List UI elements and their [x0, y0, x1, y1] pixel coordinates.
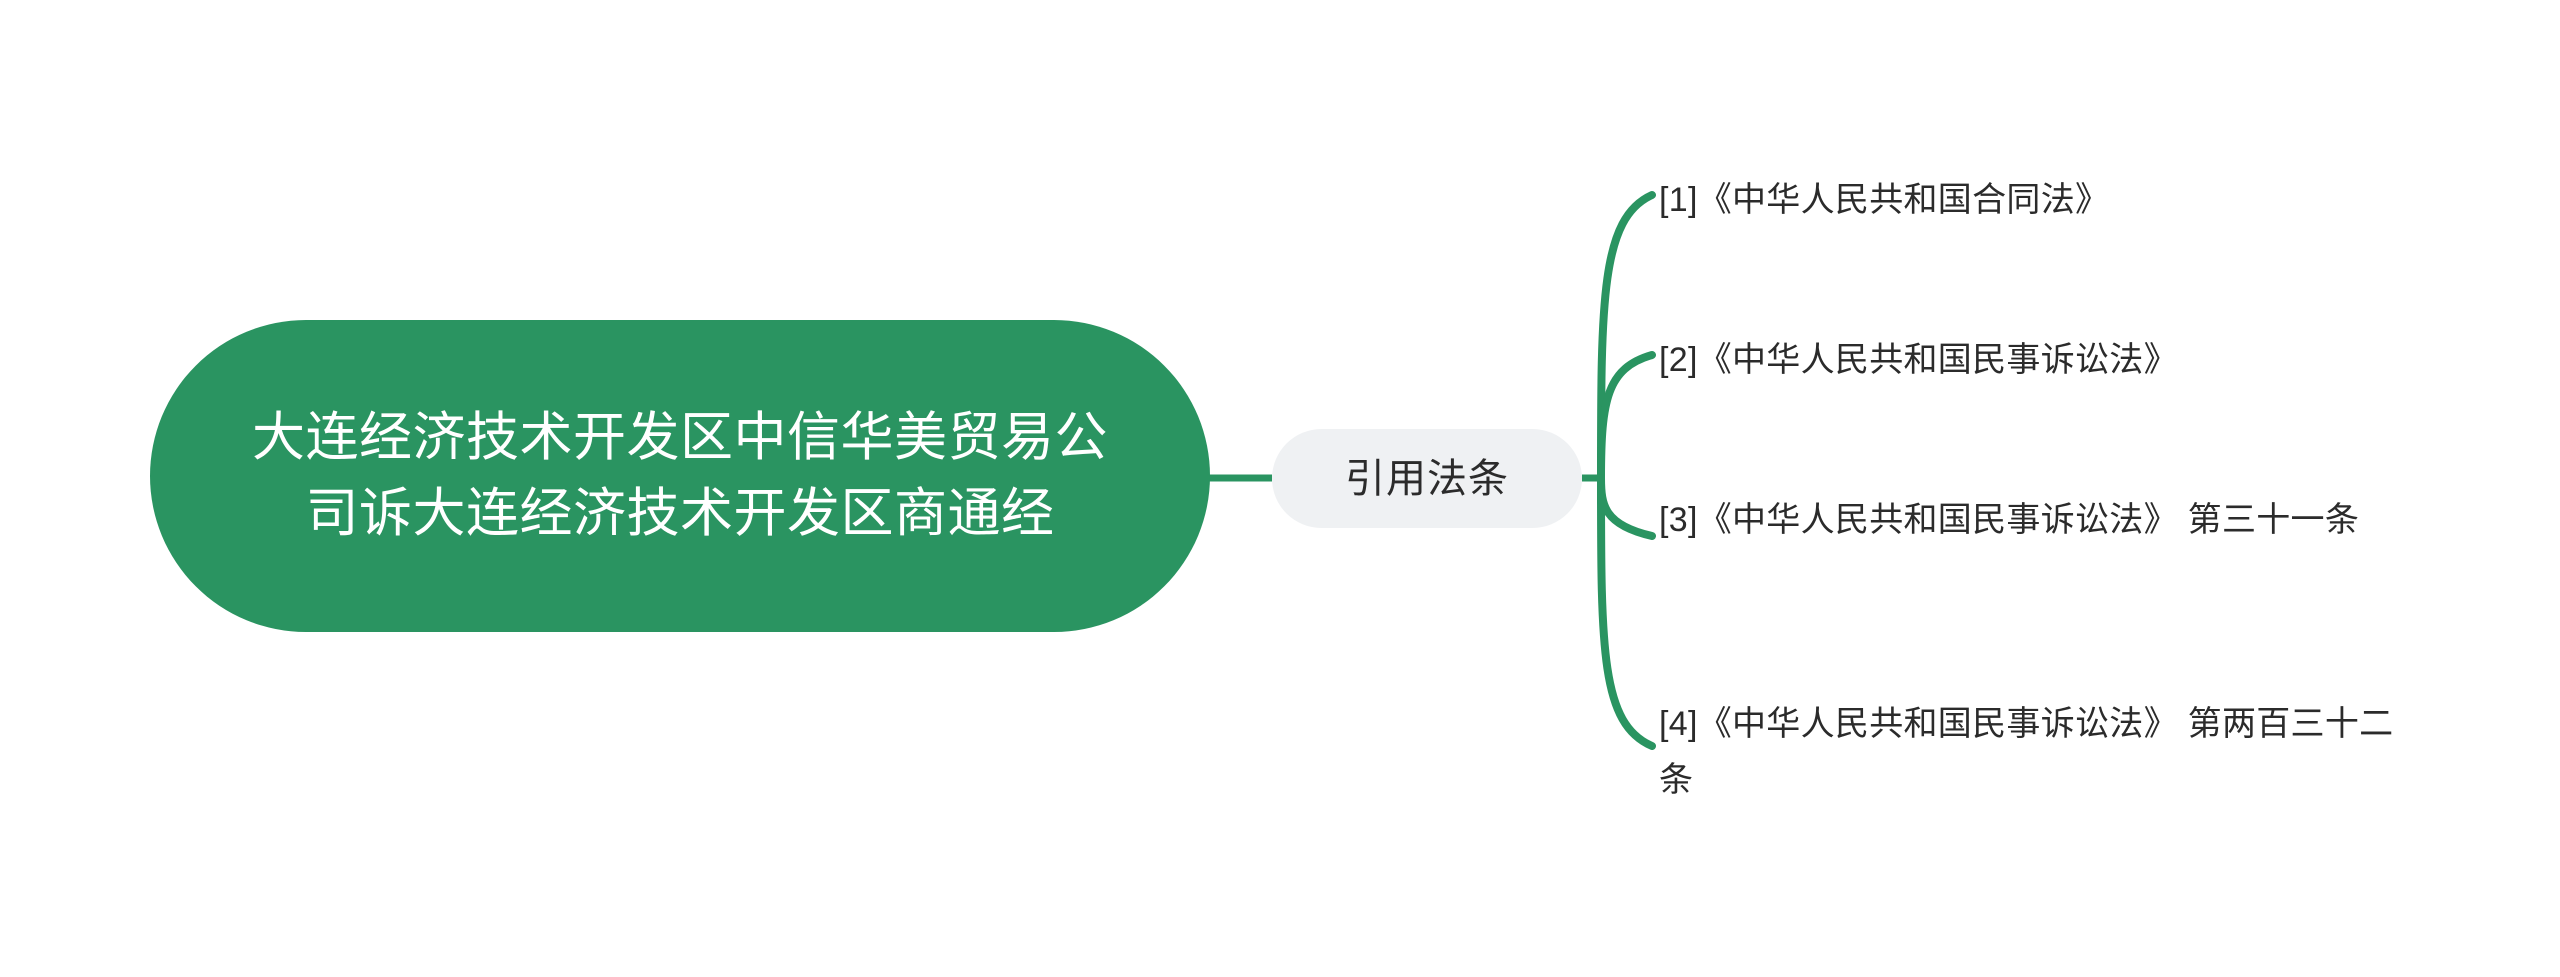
- leaf-node-3[interactable]: [3]《中华人民共和国民事诉讼法》 第三十一条: [1659, 492, 2401, 548]
- connector-to-leaf-1: [1597, 191, 1656, 482]
- leaf-node-2[interactable]: [2]《中华人民共和国民事诉讼法》: [1659, 332, 2459, 388]
- leaf-node-1[interactable]: [1]《中华人民共和国合同法》: [1659, 172, 2419, 228]
- leaf-node-4-label: [4]《中华人民共和国民事诉讼法》 第两百三十二条: [1659, 705, 2394, 799]
- connector-to-leaf-3: [1597, 474, 1656, 540]
- leaf-node-2-label: [2]《中华人民共和国民事诉讼法》: [1659, 341, 2178, 379]
- branch-node-label: 引用法条: [1345, 456, 1509, 501]
- root-node[interactable]: 大连经济技术开发区中信华美贸易公司诉大连经济技术开发区商通经: [150, 320, 1210, 632]
- leaf-node-4[interactable]: [4]《中华人民共和国民事诉讼法》 第两百三十二条: [1659, 696, 2421, 808]
- connector-to-leaf-2: [1597, 351, 1656, 482]
- leaf-node-1-label: [1]《中华人民共和国合同法》: [1659, 181, 2110, 219]
- connector-to-leaf-4: [1597, 474, 1656, 750]
- root-node-label: 大连经济技术开发区中信华美贸易公司诉大连经济技术开发区商通经: [252, 408, 1108, 543]
- leaf-node-3-label: [3]《中华人民共和国民事诉讼法》 第三十一条: [1659, 501, 2360, 539]
- branch-node-cited-statutes[interactable]: 引用法条: [1272, 429, 1582, 528]
